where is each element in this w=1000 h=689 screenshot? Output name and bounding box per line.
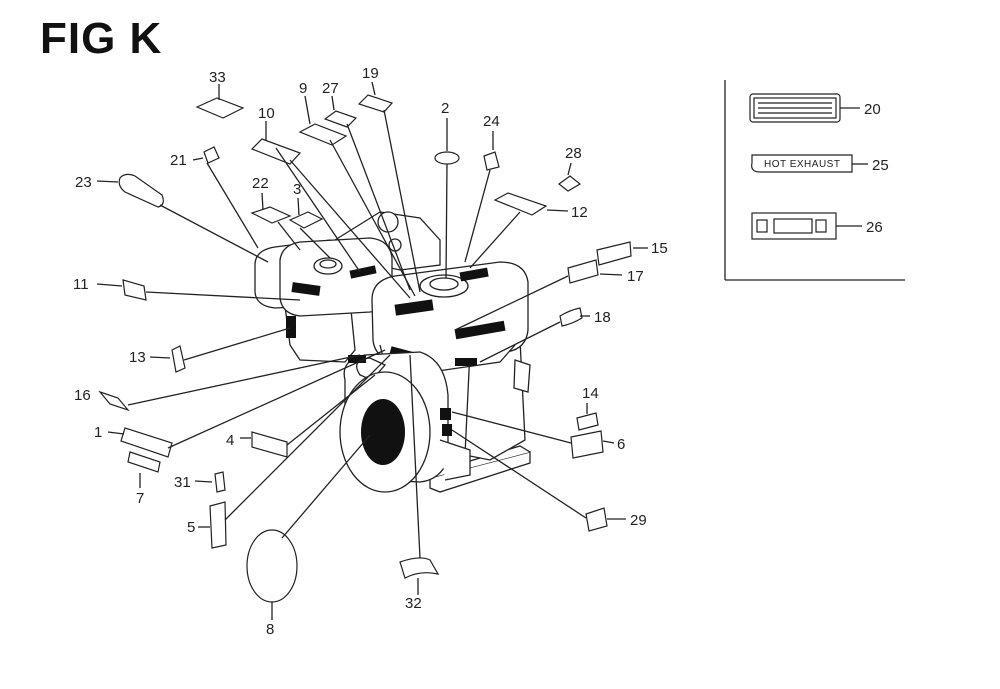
callout-7: 7 (136, 490, 144, 507)
callout-19: 19 (362, 65, 379, 82)
callout-14: 14 (582, 385, 599, 402)
callout-23: 23 (75, 174, 92, 191)
callout-16: 16 (74, 387, 91, 404)
callout-9: 9 (299, 80, 307, 97)
callout-1: 1 (94, 424, 102, 441)
callout-10: 10 (258, 105, 275, 122)
callout-numbers: 33 19 9 27 10 2 24 28 21 23 22 3 12 15 1… (73, 65, 889, 638)
callout-25: 25 (872, 157, 889, 174)
callout-13: 13 (129, 349, 146, 366)
callout-21: 21 (170, 152, 187, 169)
callout-3: 3 (293, 181, 301, 198)
callout-12: 12 (571, 204, 588, 221)
callout-28: 28 (565, 145, 582, 162)
callout-33: 33 (209, 69, 226, 86)
callout-6: 6 (617, 436, 625, 453)
callout-20: 20 (864, 101, 881, 118)
label-shapes (98, 94, 632, 603)
callout-11: 11 (73, 276, 89, 293)
callout-17: 17 (627, 268, 644, 285)
callout-26: 26 (866, 219, 883, 236)
callout-27: 27 (322, 80, 339, 97)
figure-title: FIG K (40, 14, 163, 63)
callout-29: 29 (630, 512, 647, 529)
hot-exhaust-label-text: HOT EXHAUST (764, 159, 840, 170)
callout-5: 5 (187, 519, 195, 536)
leader-lines (96, 81, 648, 620)
callout-32: 32 (405, 595, 422, 612)
engine-illustration (254, 211, 531, 493)
inset-panel: HOT EXHAUST (724, 80, 905, 281)
callout-4: 4 (226, 432, 234, 449)
callout-18: 18 (594, 309, 611, 326)
callout-8: 8 (266, 621, 274, 638)
callout-31: 31 (174, 474, 191, 491)
callout-2: 2 (441, 100, 449, 117)
callout-15: 15 (651, 240, 668, 257)
callout-24: 24 (483, 113, 500, 130)
callout-22: 22 (252, 175, 269, 192)
